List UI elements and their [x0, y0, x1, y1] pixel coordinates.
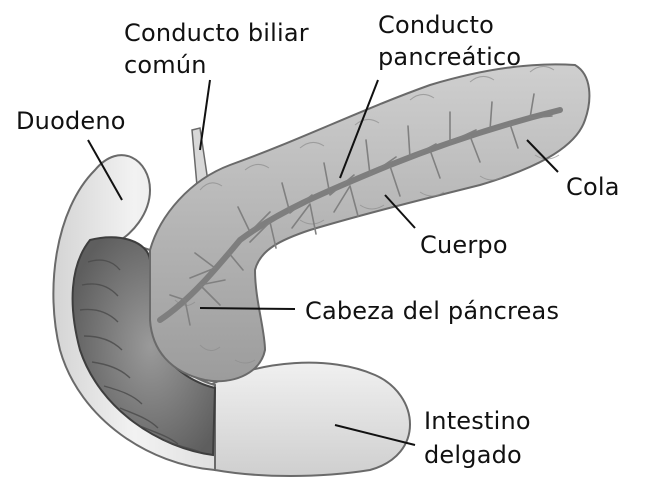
leader-line-body — [384, 194, 416, 229]
pancreas-lobules — [174, 66, 560, 364]
leader-line-tail — [526, 139, 559, 173]
duodenum-lumen — [71, 236, 217, 457]
label-pancreatic-duct-line2: pancreático — [378, 43, 522, 71]
leader-line-small-intestine — [334, 424, 416, 446]
leader-line-head — [199, 307, 296, 310]
duct-branches — [169, 93, 553, 326]
label-body: Cuerpo — [420, 231, 508, 259]
label-tail: Cola — [566, 173, 620, 201]
pancreas-shape — [149, 63, 591, 383]
leader-line-pancreatic-duct — [339, 79, 379, 179]
label-head: Cabeza del páncreas — [305, 297, 560, 325]
label-small-intestine-line1: Intestino — [424, 407, 531, 435]
small-intestine-shape — [208, 361, 411, 477]
label-pancreatic-duct-line1: Conducto — [378, 11, 494, 39]
label-small-intestine-line2: delgado — [424, 441, 522, 469]
leader-lines — [87, 79, 559, 446]
main-pancreatic-duct — [157, 107, 563, 323]
leader-line-duodenum — [87, 139, 123, 201]
duodenum-folds — [79, 259, 201, 453]
label-bile-duct-line2: común — [124, 51, 207, 79]
leader-line-bile-duct — [199, 79, 211, 151]
label-bile-duct-line1: Conducto biliar — [124, 19, 309, 47]
label-duodenum: Duodeno — [16, 107, 126, 135]
